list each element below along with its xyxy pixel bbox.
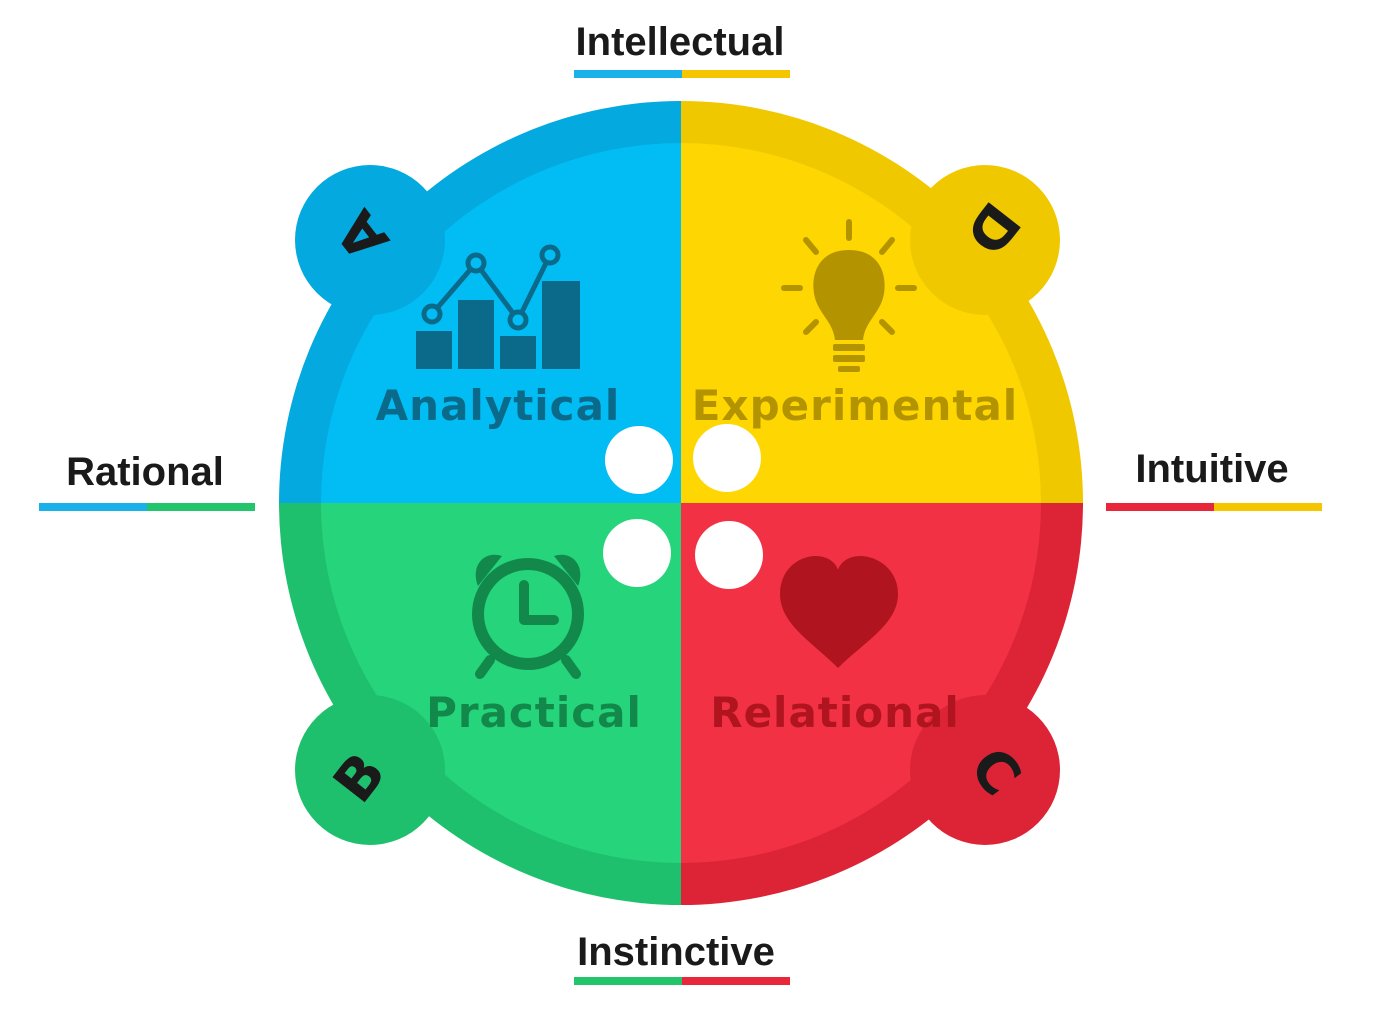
axis-top-bar-right xyxy=(682,70,790,78)
letter-badge-d xyxy=(910,165,1060,315)
axis-label-rational: Rational xyxy=(66,450,224,494)
quadrant-label-relational: Relational xyxy=(710,688,960,737)
axis-left: Rational xyxy=(39,450,255,511)
axis-label-intuitive: Intuitive xyxy=(1135,447,1288,491)
letter-badge-b xyxy=(295,695,445,845)
letter-badge-c xyxy=(910,695,1060,845)
quadrant-a: A Analytical xyxy=(279,101,681,503)
quadrant-c: C Relational xyxy=(681,503,1083,905)
center-dot-bottom-right xyxy=(695,521,763,589)
axis-top: Intellectual xyxy=(574,20,790,78)
center-dot-top-right xyxy=(693,424,761,492)
axis-left-bar-left xyxy=(39,503,147,511)
quadrant-label-experimental: Experimental xyxy=(692,381,1018,430)
quadrant-d: D Experimental xyxy=(681,101,1083,503)
axis-label-intellectual: Intellectual xyxy=(576,20,785,64)
letter-badge-a xyxy=(295,165,445,315)
axis-bottom: Instinctive xyxy=(574,930,790,985)
axis-left-bar-right xyxy=(147,503,255,511)
quadrant-label-practical: Practical xyxy=(426,688,642,737)
axis-right: Intuitive xyxy=(1106,447,1322,511)
axis-top-bar-left xyxy=(574,70,682,78)
bar-chart-icon xyxy=(416,244,580,369)
quadrant-label-analytical: Analytical xyxy=(376,381,621,430)
center-dot-bottom-left xyxy=(603,519,671,587)
heart-icon xyxy=(780,556,898,668)
center-dot-top-left xyxy=(605,426,673,494)
quadrant-b: B Practical xyxy=(279,503,681,905)
center-dots xyxy=(603,424,763,589)
axis-bottom-bar-left xyxy=(574,977,682,985)
alarm-clock-icon xyxy=(472,554,584,679)
lightbulb-icon xyxy=(781,219,917,372)
axis-bottom-bar-right xyxy=(682,977,790,985)
axis-right-bar-left xyxy=(1106,503,1214,511)
axis-right-bar-right xyxy=(1214,503,1322,511)
axis-label-instinctive: Instinctive xyxy=(577,930,775,974)
